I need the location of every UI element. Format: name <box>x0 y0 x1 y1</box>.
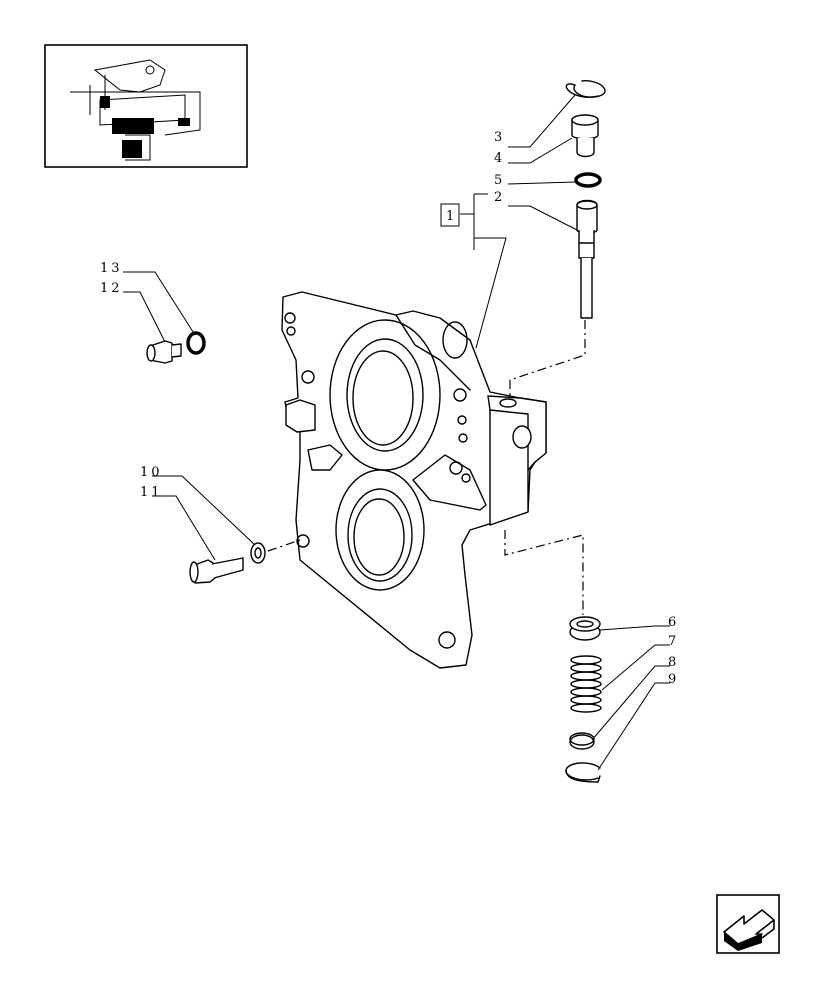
washer-lower[interactable] <box>569 732 595 750</box>
assembly-centerlines <box>267 320 586 615</box>
callout-4[interactable]: 4 <box>494 151 505 166</box>
callout-8[interactable]: 8 <box>668 655 679 670</box>
plunger-cap[interactable] <box>571 114 599 158</box>
o-ring-plug[interactable] <box>186 331 206 355</box>
retaining-ring-upper[interactable] <box>565 80 606 98</box>
callout-6[interactable]: 6 <box>668 615 679 630</box>
next-page-arrow-icon[interactable] <box>716 894 780 954</box>
callout-labels: 1 2 3 4 5 6 7 8 9 10 11 12 13 <box>100 130 679 687</box>
callout-3[interactable]: 3 <box>494 130 505 145</box>
callout-1-box <box>440 203 460 227</box>
location-thumbnail-icon[interactable] <box>44 44 248 168</box>
callout-12[interactable]: 12 <box>100 281 123 296</box>
callout-5[interactable]: 5 <box>494 173 505 188</box>
retaining-ring-lower[interactable] <box>565 762 601 783</box>
o-ring-upper[interactable] <box>574 172 602 188</box>
callout-11[interactable]: 11 <box>140 485 163 500</box>
bolt[interactable] <box>189 557 244 584</box>
callout-10[interactable]: 10 <box>140 465 163 480</box>
washer-bolt[interactable] <box>250 542 266 564</box>
spring-seat[interactable] <box>569 616 601 641</box>
callout-13[interactable]: 13 <box>100 261 123 276</box>
housing <box>281 291 547 669</box>
callout-2[interactable]: 2 <box>494 190 505 205</box>
plug-screw[interactable] <box>146 340 182 364</box>
callout-7[interactable]: 7 <box>668 634 679 649</box>
leader-lines <box>123 94 670 771</box>
callout-9[interactable]: 9 <box>668 672 679 687</box>
valve-spool[interactable] <box>576 199 598 319</box>
callout-1[interactable]: 1 <box>446 209 457 224</box>
spring[interactable] <box>570 655 602 713</box>
